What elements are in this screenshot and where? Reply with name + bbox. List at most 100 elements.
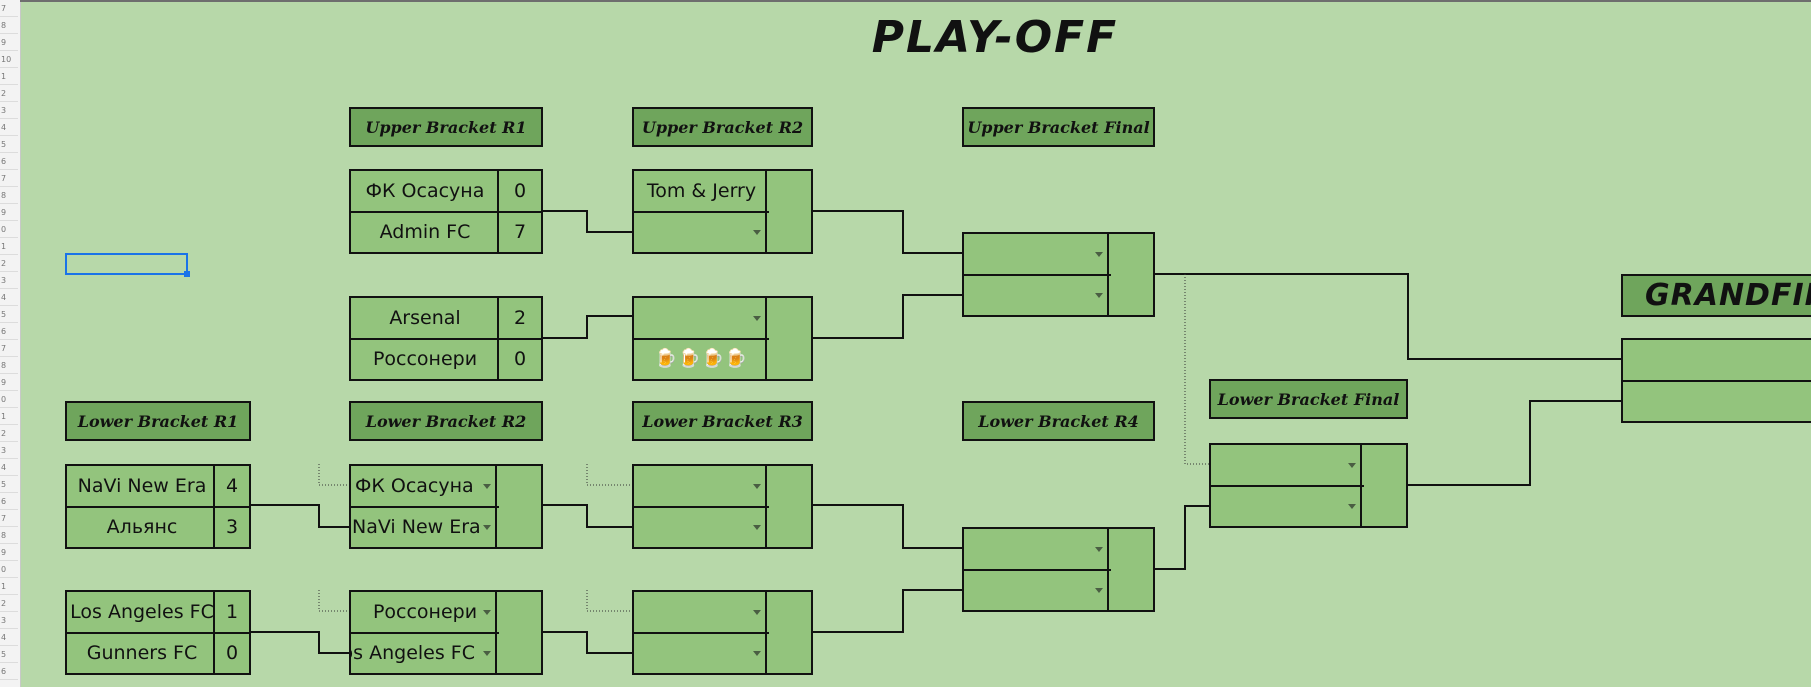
row-number[interactable]: 7	[0, 340, 18, 357]
dropdown-arrow-icon[interactable]	[483, 524, 491, 530]
row-number[interactable]: 8	[0, 357, 18, 374]
row-number[interactable]: 9	[0, 204, 18, 221]
dropdown-arrow-icon[interactable]	[483, 610, 491, 615]
row-number[interactable]: 1	[0, 578, 18, 595]
team-dropdown[interactable]: Los Angeles FC	[351, 632, 499, 673]
score-cell[interactable]: 4	[215, 466, 249, 508]
row-number[interactable]: 1	[0, 68, 18, 85]
row-number[interactable]: 10	[0, 51, 18, 68]
header-lower-bracket-r1[interactable]: Lower Bracket R1	[65, 401, 251, 441]
row-number[interactable]: 1	[0, 408, 18, 425]
team-cell[interactable]: NaVi New Era	[67, 466, 217, 508]
row-number[interactable]: 7	[0, 170, 18, 187]
row-number[interactable]: 9	[0, 34, 18, 51]
row-number[interactable]: 2	[0, 595, 18, 612]
row-number[interactable]: 2	[0, 425, 18, 442]
dropdown-arrow-icon[interactable]	[753, 610, 761, 615]
team-cell[interactable]: Tom & Jerry	[634, 171, 769, 213]
row-number[interactable]: 4	[0, 289, 18, 306]
score-cell[interactable]	[1107, 234, 1153, 315]
team-dropdown[interactable]	[634, 466, 769, 508]
team-cell[interactable]: Gunners FC	[86, 641, 198, 664]
row-number[interactable]: 6	[0, 663, 18, 680]
dropdown-arrow-icon[interactable]	[1095, 292, 1103, 298]
score-cell[interactable]	[765, 171, 811, 252]
team-dropdown[interactable]: ФК Осасуна	[351, 466, 499, 508]
row-number[interactable]: 3	[0, 442, 18, 459]
team-cell[interactable]: Альянс	[106, 515, 178, 538]
row-number[interactable]: 7	[0, 0, 18, 17]
row-number[interactable]: 5	[0, 646, 18, 663]
row-number[interactable]: 8	[0, 527, 18, 544]
score-cell[interactable]: 0	[225, 641, 239, 664]
selected-cell[interactable]	[65, 253, 188, 275]
team-cell[interactable]: Россонери	[372, 347, 478, 370]
team-dropdown[interactable]	[1211, 485, 1364, 526]
row-number[interactable]: 3	[0, 102, 18, 119]
row-number[interactable]: 0	[0, 561, 18, 578]
header-grand-final[interactable]: GRANDFINAL	[1621, 274, 1811, 317]
team-dropdown[interactable]	[634, 506, 769, 547]
score-cell[interactable]: 7	[513, 220, 527, 243]
row-number[interactable]: 9	[0, 374, 18, 391]
fill-handle[interactable]	[184, 271, 190, 277]
dropdown-arrow-icon[interactable]	[1348, 503, 1356, 509]
score-cell[interactable]: 3	[225, 515, 239, 538]
row-number[interactable]: 9	[0, 544, 18, 561]
team-cell[interactable]: Admin FC	[379, 220, 471, 243]
row-number[interactable]: 2	[0, 85, 18, 102]
row-number[interactable]: 1	[0, 238, 18, 255]
team-dropdown[interactable]	[1211, 445, 1364, 487]
team-dropdown[interactable]	[964, 274, 1111, 315]
dropdown-arrow-icon[interactable]	[753, 229, 761, 235]
dropdown-arrow-icon[interactable]	[1095, 252, 1103, 257]
header-upper-bracket-final[interactable]: Upper Bracket Final	[962, 107, 1155, 147]
row-number[interactable]: 4	[0, 119, 18, 136]
team-dropdown[interactable]	[634, 632, 769, 673]
score-cell[interactable]	[1360, 445, 1406, 526]
team-dropdown[interactable]	[634, 592, 769, 634]
dropdown-arrow-icon[interactable]	[483, 650, 491, 656]
header-lower-bracket-r3[interactable]: Lower Bracket R3	[632, 401, 813, 441]
dropdown-arrow-icon[interactable]	[1348, 463, 1356, 468]
dropdown-arrow-icon[interactable]	[1095, 547, 1103, 552]
row-number[interactable]: 8	[0, 187, 18, 204]
row-number[interactable]: 4	[0, 459, 18, 476]
score-cell[interactable]	[1107, 529, 1153, 610]
dropdown-arrow-icon[interactable]	[1095, 587, 1103, 593]
dropdown-arrow-icon[interactable]	[753, 524, 761, 530]
team-dropdown[interactable]: Россонери	[351, 592, 499, 634]
row-number[interactable]: 5	[0, 136, 18, 153]
header-lower-bracket-r2[interactable]: Lower Bracket R2	[349, 401, 543, 441]
score-cell[interactable]: 0	[499, 171, 541, 213]
score-cell[interactable]: 0	[513, 347, 527, 370]
team-dropdown[interactable]	[964, 529, 1111, 571]
row-number[interactable]: 0	[0, 221, 18, 238]
row-number[interactable]: 2	[0, 255, 18, 272]
header-lower-bracket-final[interactable]: Lower Bracket Final	[1209, 379, 1408, 419]
row-number[interactable]: 6	[0, 153, 18, 170]
dropdown-arrow-icon[interactable]	[483, 484, 491, 489]
score-cell[interactable]	[495, 592, 541, 673]
row-number[interactable]: 0	[0, 391, 18, 408]
dropdown-arrow-icon[interactable]	[753, 484, 761, 489]
row-number[interactable]: 3	[0, 612, 18, 629]
header-upper-bracket-r2[interactable]: Upper Bracket R2	[632, 107, 813, 147]
dropdown-arrow-icon[interactable]	[753, 316, 761, 321]
team-cell[interactable]: Arsenal	[351, 298, 499, 340]
team-dropdown[interactable]: NaVi New Era	[351, 506, 499, 547]
row-number[interactable]: 5	[0, 476, 18, 493]
header-lower-bracket-r4[interactable]: Lower Bracket R4	[962, 401, 1155, 441]
score-cell[interactable]	[765, 298, 811, 379]
score-cell[interactable]: 2	[499, 298, 541, 340]
team-dropdown[interactable]	[634, 298, 769, 340]
score-cell[interactable]	[495, 466, 541, 547]
row-number[interactable]: 5	[0, 306, 18, 323]
dropdown-arrow-icon[interactable]	[753, 650, 761, 656]
score-cell[interactable]	[765, 592, 811, 673]
row-number[interactable]: 7	[0, 510, 18, 527]
score-cell[interactable]	[765, 466, 811, 547]
row-number[interactable]: 4	[0, 629, 18, 646]
team-cell[interactable]: ФК Осасуна	[351, 171, 499, 213]
team-cell[interactable]	[1623, 380, 1811, 421]
